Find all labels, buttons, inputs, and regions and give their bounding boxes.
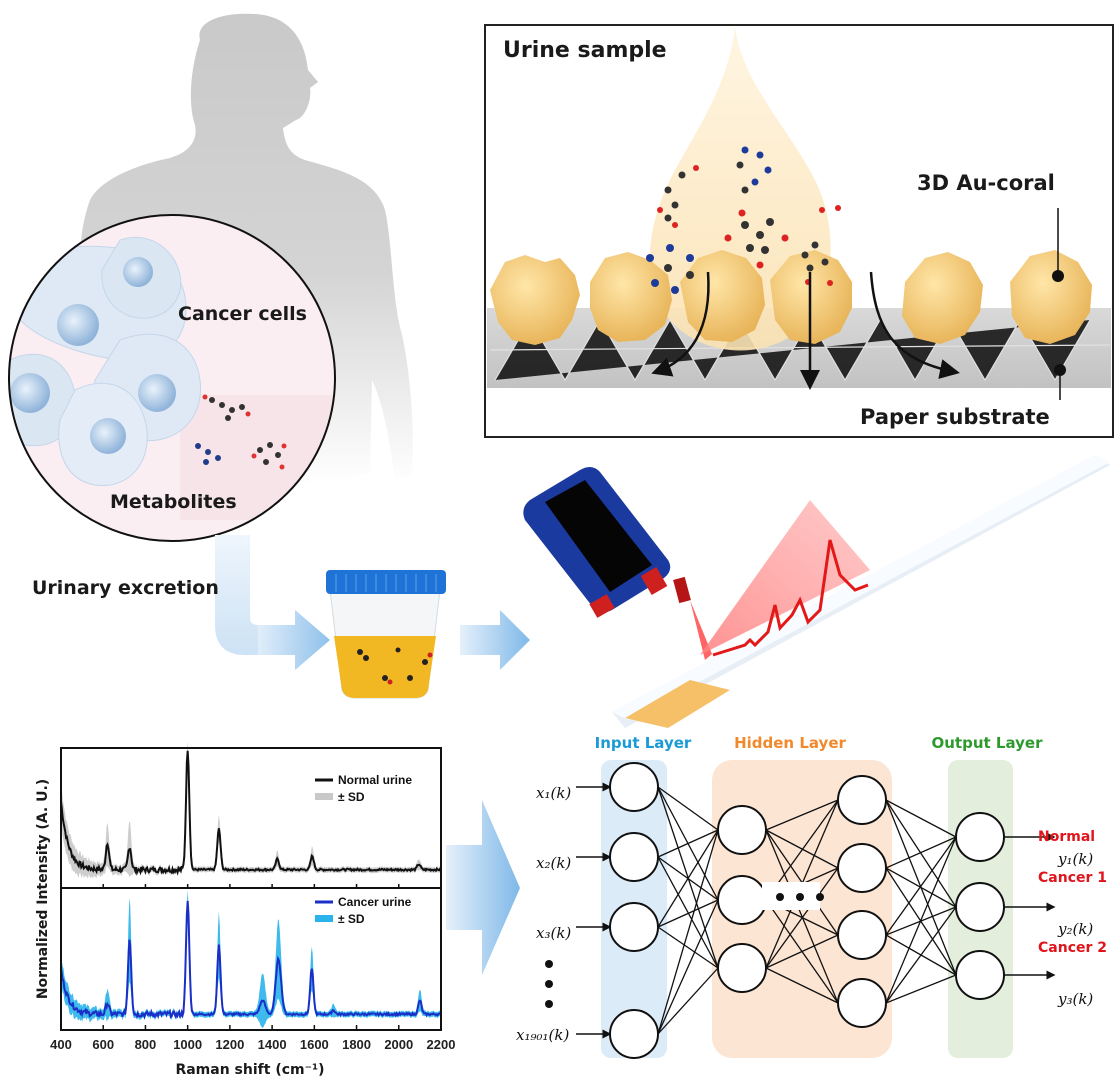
input-label-3: x₃(k) [536, 924, 571, 942]
metabolite-molecules-icon [195, 394, 287, 470]
nn-connection [765, 967, 839, 1004]
nn-connection [657, 829, 719, 1035]
x-tick-label: 2000 [384, 1037, 413, 1052]
neural-network-diagram [545, 760, 1056, 1059]
mean-spectrum-cancer [60, 900, 442, 1020]
class-label-cancer-1: Cancer 1 [1038, 870, 1107, 886]
legend-cancer-sd-label: ± SD [338, 912, 365, 926]
urine-sample-title: Urine sample [503, 38, 667, 63]
laser-beam [690, 500, 870, 660]
output-neuron [955, 950, 1005, 1000]
spectrum-trace [712, 539, 869, 657]
sensor-pad [625, 680, 730, 728]
input-neuron [609, 1009, 659, 1059]
sd-band-normal [61, 741, 441, 879]
legend-cancer-label: Cancer urine [338, 895, 412, 909]
hidden-neuron [837, 978, 887, 1028]
hidden-neuron [837, 775, 887, 825]
x-tick-label: 1600 [300, 1037, 329, 1052]
hidden-neuron [717, 805, 767, 855]
input-label-1: x₁(k) [536, 784, 571, 802]
class-label-normal: Normal [1038, 829, 1095, 845]
nn-connection [885, 867, 957, 908]
urinary-excretion-label: Urinary excretion [32, 577, 219, 599]
input-label-2: x₂(k) [536, 854, 571, 872]
x-tick-label: 1000 [173, 1037, 202, 1052]
x-tick-label: 400 [50, 1037, 72, 1052]
nn-connection [657, 786, 719, 831]
metabolites-label: Metabolites [110, 491, 237, 513]
output-neuron [955, 812, 1005, 862]
legend-normal-sd-label: ± SD [338, 790, 365, 804]
output-neuron [955, 882, 1005, 932]
legend-normal-label: Normal urine [338, 773, 412, 787]
raman-spectra-chart: 400 600 800 1000 1200 1400 1600 1800 2000 2200 No… [35, 741, 455, 1078]
nn-connection [657, 967, 719, 1035]
diffusion-arrows [651, 271, 960, 390]
x-tick-label: 2200 [427, 1037, 456, 1052]
cancer-cells-label: Cancer cells [178, 303, 307, 325]
sers-substrate-panel [484, 24, 1114, 438]
x-tick-label: 800 [135, 1037, 157, 1052]
mean-spectrum-normal [60, 750, 442, 876]
nn-connection [885, 836, 957, 1004]
x-tick-label: 1200 [215, 1037, 244, 1052]
cup-to-sensor-arrow [460, 610, 530, 670]
input-neuron [609, 832, 659, 882]
input-ellipsis [545, 960, 553, 1008]
hidden-neuron [837, 910, 887, 960]
nn-connection [657, 829, 719, 858]
hidden-neuron [717, 943, 767, 993]
hidden-layer-label: Hidden Layer [734, 734, 846, 752]
nn-connection [657, 829, 719, 928]
nn-connection [885, 799, 957, 908]
nn-connection [657, 856, 719, 969]
legend-normal-band-swatch [315, 793, 333, 800]
metabolite-molecules-icon [646, 146, 841, 294]
cancer-cells-icon [9, 236, 202, 487]
label-pointers [1052, 208, 1066, 400]
raman-spectrometer-icon [523, 466, 691, 618]
nn-connection [657, 926, 719, 969]
nn-connection [657, 899, 719, 1035]
excretion-arrow [215, 535, 330, 670]
hidden-neuron [717, 875, 767, 925]
input-label-4: x₁₉₀₁(k) [516, 1026, 569, 1044]
output-label-3: y₃(k) [1057, 990, 1093, 1008]
urine-cup-icon [326, 570, 446, 699]
nn-connection [885, 974, 957, 1004]
class-label-cancer-2: Cancer 2 [1038, 940, 1107, 956]
chart-to-network-arrow [446, 800, 520, 975]
output-label-2: y₂(k) [1057, 920, 1093, 938]
legend-cancer: Cancer urine ± SD [315, 895, 412, 926]
x-axis-label: Raman shift (cm⁻¹) [175, 1062, 324, 1078]
input-layer-label: Input Layer [595, 734, 692, 752]
nn-connection [657, 899, 719, 928]
legend-normal: Normal urine ± SD [315, 773, 412, 804]
nn-connection [885, 799, 957, 838]
y-axis-label: Normalized Intensity (A. U.) [35, 779, 51, 999]
sd-band-cancer [61, 889, 441, 1028]
x-tick-label: 1400 [258, 1037, 287, 1052]
paper-substrate-label: Paper substrate [860, 405, 1050, 429]
output-layer-label: Output Layer [932, 734, 1044, 752]
output-label-1: y₁(k) [1057, 850, 1093, 868]
nn-connection [885, 836, 957, 869]
au-coral-label: 3D Au-coral [917, 171, 1055, 195]
nn-connection [765, 934, 839, 969]
hidden-neuron [837, 843, 887, 893]
cancer-cell-magnifier [8, 214, 336, 542]
x-tick-label: 600 [92, 1037, 114, 1052]
nn-connection [765, 799, 839, 831]
input-neuron [609, 902, 659, 952]
input-neuron [609, 762, 659, 812]
x-tick-label: 1800 [342, 1037, 371, 1052]
hidden-ellipsis [762, 882, 824, 910]
nn-connection [885, 836, 957, 936]
nn-connection [765, 867, 839, 969]
nn-connection [885, 906, 957, 1004]
nn-connection [765, 829, 839, 1004]
legend-cancer-band-swatch [315, 915, 333, 922]
